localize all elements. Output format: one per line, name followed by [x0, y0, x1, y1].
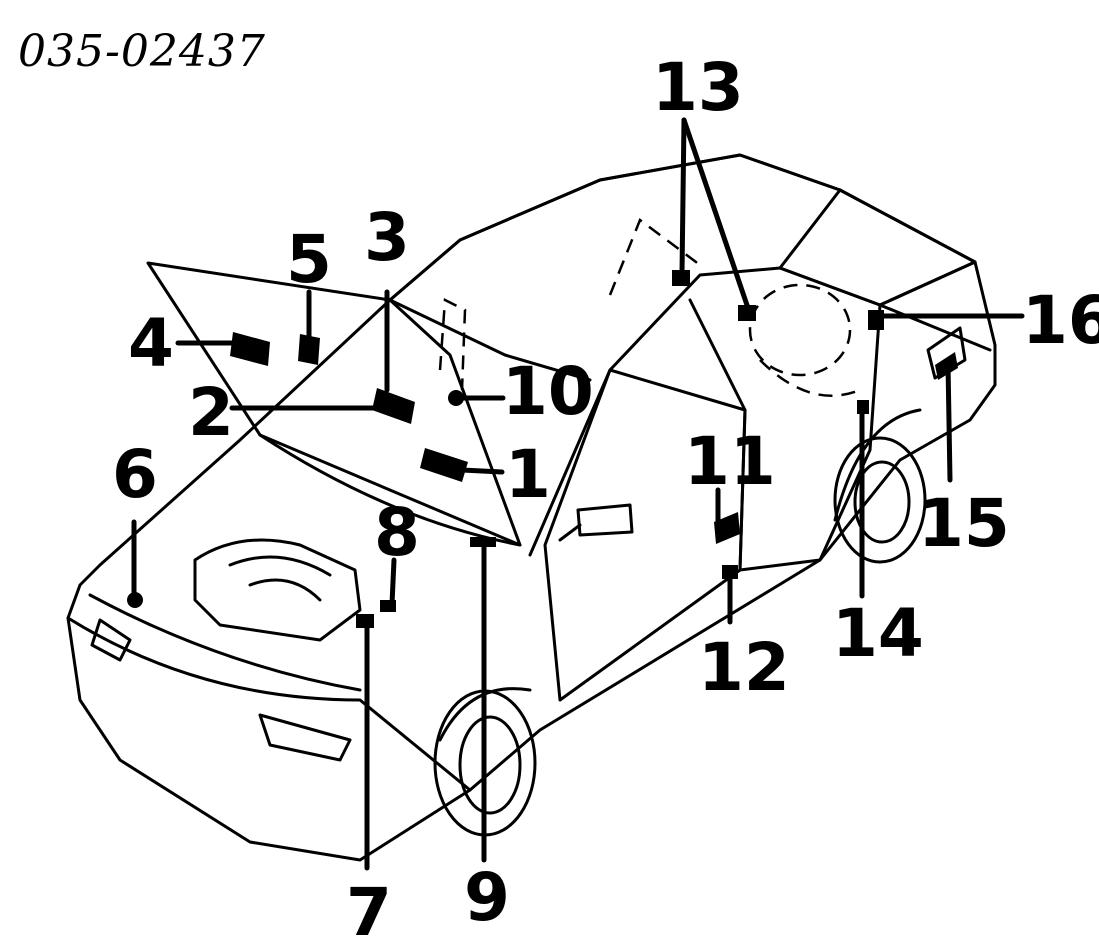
- label-patch-13a: [672, 270, 690, 286]
- trunk-lid: [778, 260, 977, 307]
- label-patch-10: [448, 390, 464, 406]
- callout-3: 3: [364, 199, 410, 276]
- callout-14: 14: [832, 595, 924, 672]
- reference-code: 035-02437: [18, 26, 266, 77]
- callout-6: 6: [112, 436, 158, 513]
- leader-line-1: [459, 467, 505, 475]
- callout-1: 1: [505, 436, 551, 513]
- label-patch-16: [868, 310, 884, 330]
- front-bumper: [66, 616, 472, 792]
- engine: [193, 538, 362, 642]
- callout-13: 13: [652, 49, 744, 126]
- callout-9: 9: [464, 859, 510, 936]
- fuel-filler-door: [926, 326, 967, 380]
- label-patch-12: [722, 565, 738, 579]
- label-patch-4: [230, 332, 270, 366]
- label-patch-5: [298, 334, 320, 365]
- callout-12: 12: [698, 629, 790, 706]
- leader-line-13a: [679, 117, 687, 276]
- callout-2: 2: [188, 374, 234, 451]
- leader-line-8: [389, 557, 397, 607]
- callout-11: 11: [684, 423, 776, 500]
- car-body-outline: [66, 153, 997, 862]
- front-door: [543, 368, 747, 702]
- rear-door: [738, 303, 882, 572]
- callout-10: 10: [502, 353, 594, 430]
- callout-8: 8: [374, 494, 420, 571]
- callout-5: 5: [286, 221, 332, 298]
- windshield: [388, 298, 592, 382]
- callout-4: 4: [128, 305, 174, 382]
- callout-16: 16: [1022, 282, 1099, 359]
- label-patch-2: [372, 388, 415, 424]
- label-patch-6: [127, 592, 143, 608]
- leader-line-15: [945, 361, 953, 483]
- side-mirror: [576, 503, 634, 537]
- leader-line-13b: [681, 117, 751, 311]
- rear-wheel: [833, 408, 927, 564]
- callout-7: 7: [346, 874, 392, 937]
- label-patch-1: [420, 448, 468, 482]
- label-patch-13b: [738, 305, 756, 321]
- callout-15: 15: [918, 485, 1010, 562]
